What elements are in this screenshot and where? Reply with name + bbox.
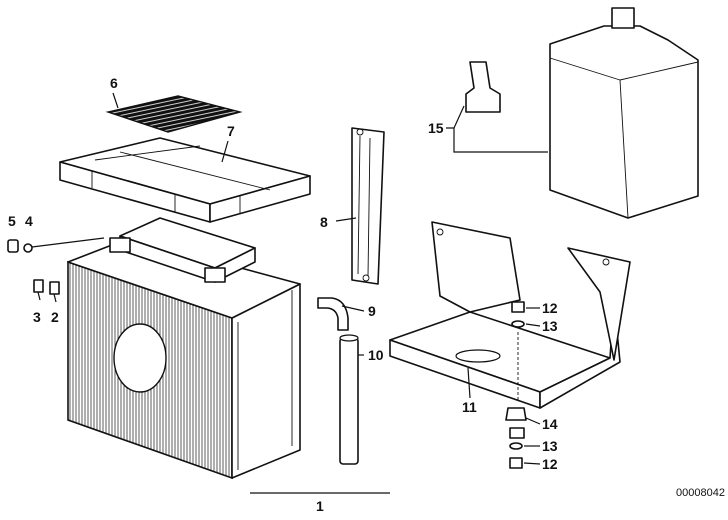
vent-elbow-part [317, 297, 349, 331]
callout-6: 6 [110, 75, 118, 91]
callout-12-bottom: 12 [542, 456, 558, 472]
callout-11: 11 [462, 399, 477, 415]
callout-1: 1 [316, 498, 324, 514]
battery-cover-part [59, 137, 311, 223]
diagram-reference-number: 00008042 [676, 487, 725, 499]
callout-15: 15 [428, 120, 444, 136]
callout-5: 5 [8, 213, 16, 229]
callout-12-top: 12 [542, 300, 558, 316]
callout-3: 3 [33, 309, 41, 325]
callout-14: 14 [542, 416, 558, 432]
callout-7: 7 [227, 123, 235, 139]
battery-tray-part [389, 221, 631, 409]
insulating-mat-part [105, 95, 243, 133]
bolt-parts [7, 237, 105, 303]
callout-2: 2 [51, 309, 59, 325]
leader-lines [112, 92, 548, 494]
callout-8: 8 [320, 214, 328, 230]
water-container-part [465, 7, 699, 219]
fastener-parts [505, 301, 527, 469]
holder-bar-part [351, 127, 385, 285]
callout-13-top: 13 [542, 318, 558, 334]
callout-4: 4 [25, 213, 33, 229]
callout-10: 10 [368, 347, 384, 363]
callout-13-bottom: 13 [542, 438, 558, 454]
vent-hose-part [339, 334, 359, 465]
callout-9: 9 [368, 303, 376, 319]
battery-part [67, 217, 301, 480]
